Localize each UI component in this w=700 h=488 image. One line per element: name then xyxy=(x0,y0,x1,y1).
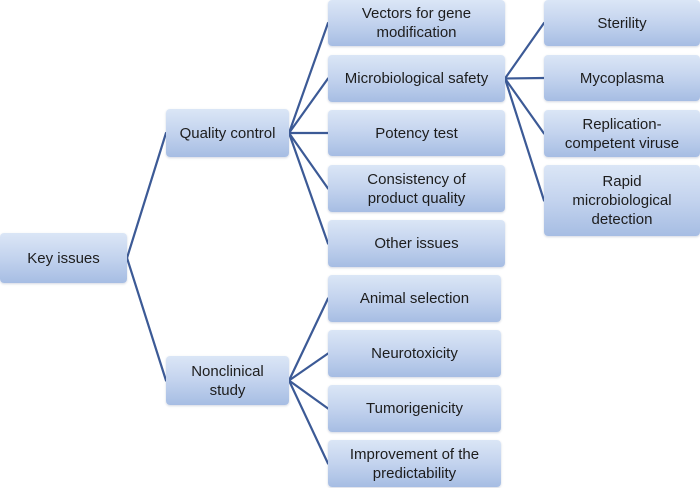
node-key-issues: Key issues xyxy=(0,233,127,283)
node-nonclinical-study: Nonclinical study xyxy=(166,356,289,405)
connector-micro-safety-to-sterility xyxy=(503,21,546,80)
connector-nonclinical-study-to-predictability xyxy=(287,379,330,465)
node-improvement-of-the-predictability: Improvement of the predictability xyxy=(328,440,501,487)
connector-key-issues-to-quality-control xyxy=(125,131,168,260)
connector-micro-safety-to-rapid-detection xyxy=(503,77,546,202)
node-rapid-microbiological-detection: Rapid microbiological detection xyxy=(544,165,700,236)
connector-micro-safety-to-mycoplasma xyxy=(503,76,546,80)
node-animal-selection: Animal selection xyxy=(328,275,501,322)
node-quality-control: Quality control xyxy=(166,109,289,157)
connector-nonclinical-study-to-neurotoxicity xyxy=(287,352,330,382)
node-vectors-for-gene-modification: Vectors for gene modification xyxy=(328,0,505,46)
connector-quality-control-to-other-issues xyxy=(287,131,330,245)
node-tumorigenicity: Tumorigenicity xyxy=(328,385,501,432)
node-potency-test: Potency test xyxy=(328,110,505,156)
connector-nonclinical-study-to-animal-selection xyxy=(287,297,330,382)
node-sterility: Sterility xyxy=(544,0,700,46)
connector-quality-control-to-vectors xyxy=(287,21,330,135)
connector-quality-control-to-micro-safety xyxy=(287,77,330,135)
connector-micro-safety-to-replication xyxy=(503,77,546,135)
node-consistency-of-product-quality: Consistency of product quality xyxy=(328,165,505,212)
connector-nonclinical-study-to-tumorigenicity xyxy=(287,379,330,410)
connector-key-issues-to-nonclinical-study xyxy=(125,256,168,382)
node-microbiological-safety: Microbiological safety xyxy=(328,55,505,102)
node-other-issues: Other issues xyxy=(328,220,505,267)
node-neurotoxicity: Neurotoxicity xyxy=(328,330,501,377)
node-mycoplasma: Mycoplasma xyxy=(544,55,700,101)
connector-quality-control-to-consistency xyxy=(287,131,330,190)
node-replication-competent-virus: Replication- competent viruse xyxy=(544,110,700,157)
